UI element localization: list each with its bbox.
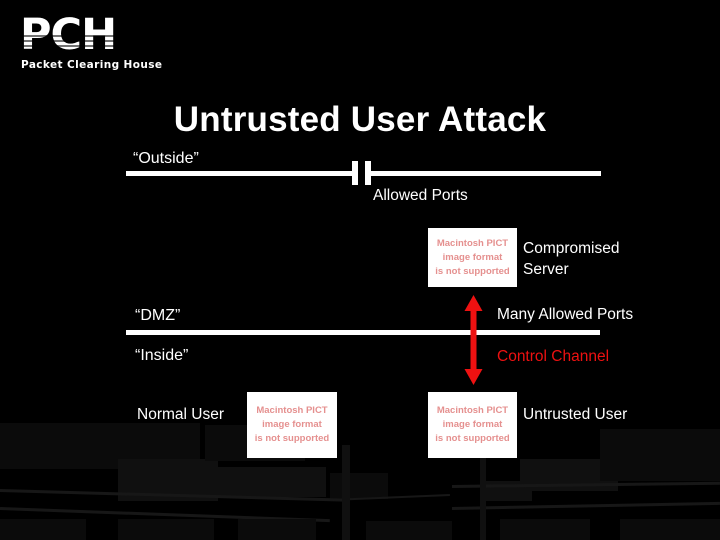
untrusted-user-label: Untrusted User (523, 406, 628, 423)
dmz-boundary-line (126, 330, 600, 335)
untrusted-user-image: Macintosh PICT image format is not suppo… (428, 392, 517, 458)
pict-text-line1: Macintosh PICT (436, 237, 509, 249)
pict-text-line2: image format (442, 251, 503, 263)
pict-text-line1: Macintosh PICT (436, 405, 509, 416)
pch-logo-mark: PCH (20, 10, 117, 60)
many-allowed-ports-label: Many Allowed Ports (497, 306, 634, 323)
pict-text-line1: Macintosh PICT (256, 405, 328, 416)
firewall-gate-bar-left (352, 161, 358, 185)
firewall-gate-gap (357, 168, 366, 179)
zone-label-outside: “Outside” (133, 150, 199, 167)
pict-text-line2: image format (442, 419, 503, 430)
pict-text-line3: is not supported (435, 265, 510, 277)
control-channel-arrow (464, 295, 483, 385)
compromised-server-label: Compromised Server (523, 238, 619, 280)
compromised-server-label-line1: Compromised (523, 240, 620, 257)
pict-text-line2: image format (262, 419, 322, 430)
zone-label-inside: “Inside” (135, 347, 189, 364)
pict-text-line3: is not supported (254, 433, 330, 444)
normal-user-image: Macintosh PICT image format is not suppo… (247, 392, 337, 458)
pch-logo-subtitle: Packet Clearing House (21, 59, 163, 71)
background-photo (0, 415, 720, 540)
compromised-server-image: Macintosh PICT image format is not suppo… (428, 228, 517, 287)
compromised-server-label-line2: Server (523, 261, 569, 278)
control-channel-label: Control Channel (497, 348, 610, 365)
pch-logo: PCH Packet Clearing House (18, 10, 162, 71)
zone-label-dmz: “DMZ” (135, 307, 181, 324)
page-title: Untrusted User Attack (173, 100, 547, 139)
normal-user-label: Normal User (137, 406, 224, 423)
firewall-gate-bar-right (365, 161, 371, 185)
pict-text-line3: is not supported (435, 433, 510, 444)
allowed-ports-label: Allowed Ports (373, 187, 468, 204)
